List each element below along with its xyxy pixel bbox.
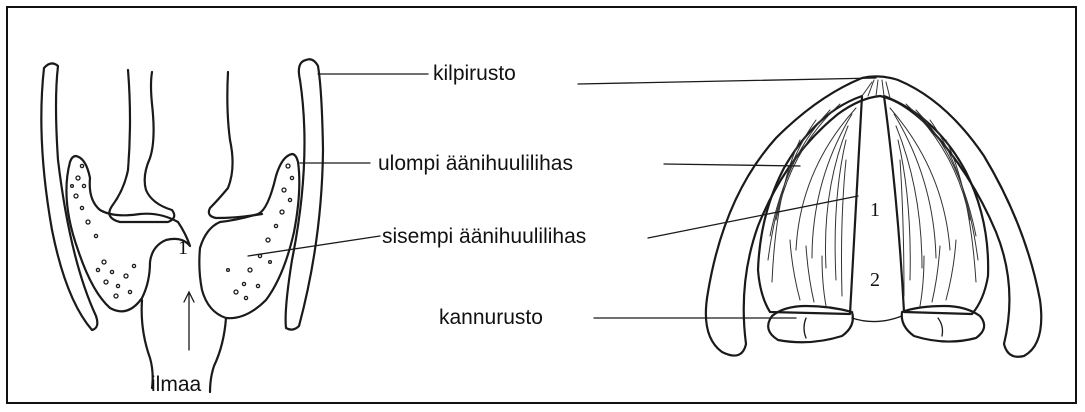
label-ilmaa: ilmaa — [151, 374, 201, 395]
label-kannurusto: kannurusto — [439, 307, 543, 328]
leader-ulompi-right — [664, 164, 800, 166]
number-2-right: 2 — [870, 270, 880, 290]
anterior-commissure-lines — [862, 80, 890, 98]
right-ventricular-fold — [209, 72, 262, 218]
right-muscle-stipple — [227, 164, 294, 300]
leader-kilpirusto-right — [578, 78, 876, 84]
left-ventricular-fold — [109, 70, 174, 222]
left-coronal-section — [41, 59, 323, 392]
posterior-commissure — [852, 316, 902, 322]
label-sisempi-aanihuulilihas: sisempi äänihuulilihas — [382, 226, 586, 247]
label-ulompi-aanihuulilihas: ulompi äänihuulilihas — [378, 153, 573, 174]
right-outer-cartilage — [286, 59, 323, 329]
arytenoid-detail-left — [804, 318, 806, 338]
left-arytenoid — [768, 306, 853, 342]
number-1-left: 1 — [178, 238, 188, 258]
right-tracheal-wall — [210, 318, 226, 392]
label-kilpirusto: kilpirusto — [433, 63, 516, 84]
right-vocal-fold — [199, 154, 299, 318]
arytenoid-detail-right — [938, 318, 943, 336]
left-muscle-stipple — [71, 164, 136, 298]
number-1-right: 1 — [870, 200, 880, 220]
left-outer-cartilage — [41, 63, 97, 330]
